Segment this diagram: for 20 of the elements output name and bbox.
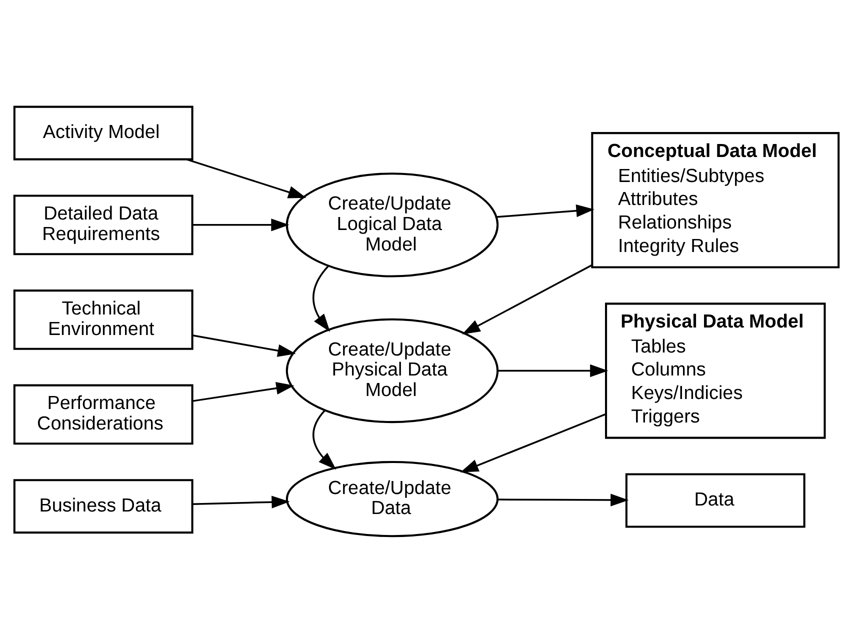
arrow [460,412,606,472]
node-box: Business Data [13,478,194,534]
arrow [312,265,330,332]
arrow [192,334,296,356]
arrow [498,364,608,377]
node-box: Detailed Data Requirements [13,194,194,255]
node-box: Conceptual Data Model Entities/Subtypes Attributes Relationships Integrity Rules [591,132,840,268]
arrow [192,495,290,508]
arrow [496,204,594,218]
node-box: Performance Considerations [13,384,194,444]
arrow [312,410,336,470]
arrow [192,381,294,402]
arrow [462,264,592,334]
node-box: Technical Environment [13,289,194,350]
arrow [186,158,306,198]
arrow [498,493,629,506]
arrow [192,218,290,231]
node-box: Data [625,472,806,528]
node-box: Physical Data Model Tables Columns Keys/Indicies Triggers [605,302,826,438]
node-box: Activity Model [13,105,194,160]
